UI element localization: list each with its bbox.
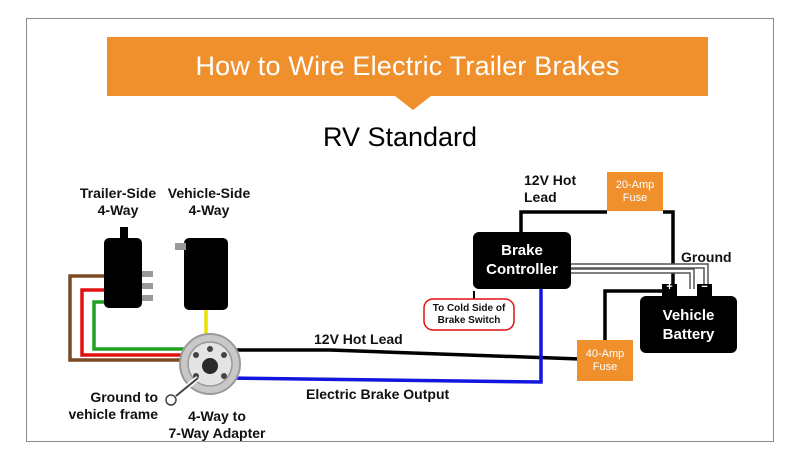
fuse-40-amp (577, 340, 633, 381)
vehicle-side-plug (184, 238, 228, 310)
brake-controller-label: Brake Controller (486, 242, 558, 278)
trailer-plug-pin (142, 295, 153, 301)
adapter-pin (221, 352, 227, 358)
label-12v-hot-lead-bottom: 12V Hot Lead (314, 331, 403, 347)
fuse-20-amp-label: 20-Amp Fuse (615, 179, 655, 204)
wire-brown (68, 274, 185, 362)
vehicle-plug-pin (175, 243, 186, 250)
adapter-pin (193, 352, 199, 358)
label-ground-to-frame: Ground to vehicle frame (68, 389, 159, 422)
battery-positive-terminal (662, 284, 677, 296)
wire-12v-hot-lead (226, 348, 581, 361)
wire-fuse-to-battery-positive (663, 210, 675, 289)
label-trailer-side-4way: Trailer-Side 4-Way (79, 185, 157, 218)
trailer-plug-pin (142, 283, 153, 289)
label-electric-brake-output: Electric Brake Output (306, 386, 450, 402)
battery-positive-label: + (666, 281, 673, 293)
wire-ground (571, 264, 708, 289)
fuse-40-amp-label: 40-Amp Fuse (585, 348, 625, 373)
trailer-side-plug (104, 238, 142, 308)
title-text: How to Wire Electric Trailer Brakes (195, 51, 620, 81)
vehicle-battery (640, 296, 737, 353)
fuse-20-amp (607, 172, 663, 211)
label-4way-to-7way-adapter: 4-Way to 7-Way Adapter (168, 408, 266, 441)
battery-negative-terminal (697, 284, 712, 296)
diagram-frame (26, 18, 774, 442)
wire-ground (571, 269, 694, 289)
ground-lead (175, 377, 199, 397)
trailer-plug-pin (142, 271, 153, 277)
cold-side-note-label: To Cold Side of Brake Switch (432, 303, 506, 326)
adapter-pin (207, 346, 213, 352)
wire-brake-output (225, 287, 543, 384)
subtitle: RV Standard (322, 122, 478, 152)
wire-12v-hot-lead-top (519, 210, 607, 232)
brake-controller (473, 232, 571, 289)
label-vehicle-side-4way: Vehicle-Side 4-Way (167, 185, 251, 218)
cold-side-note-box (423, 298, 515, 331)
banner-pointer (395, 96, 431, 110)
label-12v-hot-lead-top: 12V Hot Lead (524, 172, 577, 205)
ground-ring-terminal (165, 394, 177, 406)
adapter-pin (221, 373, 227, 379)
wire-red (80, 288, 185, 357)
label-ground: Ground (681, 249, 732, 265)
adapter-center-pin (202, 358, 218, 374)
battery-negative-label: − (701, 281, 708, 293)
trailer-side-plug-cable (120, 227, 128, 239)
vehicle-battery-label: Vehicle Battery (662, 307, 715, 343)
wire-40a-fuse-to-battery (603, 289, 668, 340)
title-banner (107, 37, 708, 96)
wire-green (92, 300, 185, 351)
